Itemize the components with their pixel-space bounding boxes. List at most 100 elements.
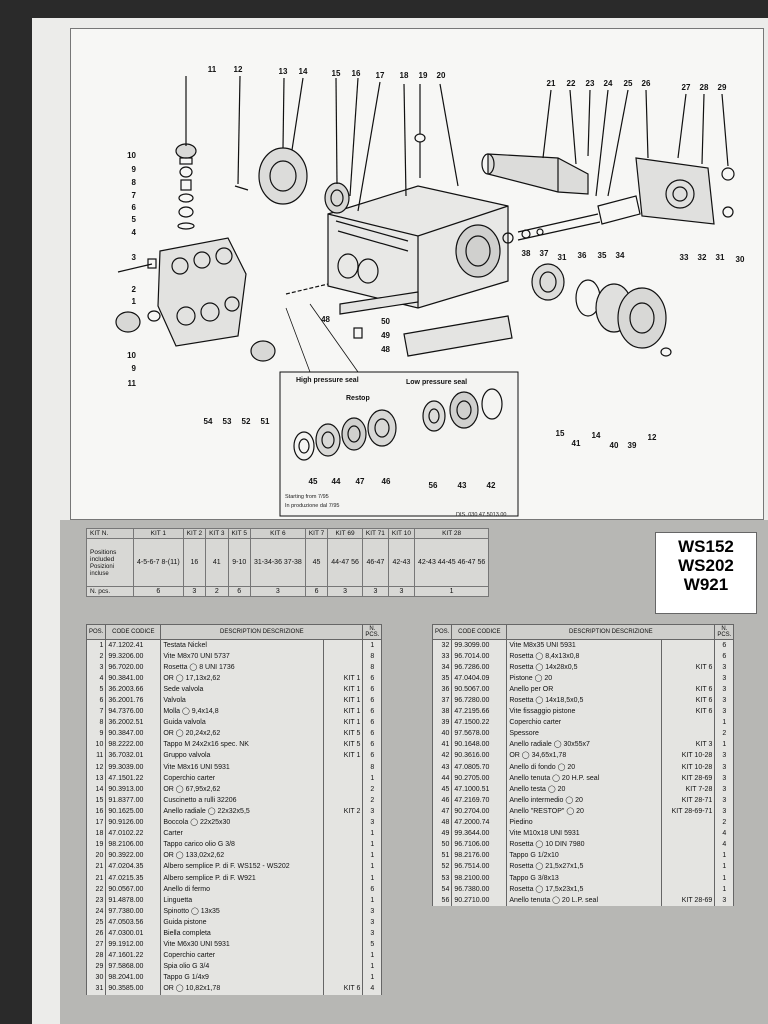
part-kit [661, 850, 715, 862]
part-kit [323, 872, 363, 885]
part-description: Carter [160, 828, 324, 840]
part-pos: 6 [85, 695, 106, 707]
part-code: 96.7014.00 [451, 651, 507, 663]
part-description: Anello intermedio ◯ 20 [506, 795, 662, 807]
callout-label: 23 [586, 79, 595, 88]
part-description: Guida pistone [160, 917, 324, 929]
part-kit [323, 961, 363, 973]
part-pcs: 3 [362, 917, 383, 929]
part-code: 90.3922.00 [105, 850, 161, 862]
callout-label: 56 [429, 481, 438, 490]
callout-label: 51 [261, 417, 270, 426]
part-kit: KIT 6 [323, 983, 363, 995]
parts-table-left: POS. CODE CODICE DESCRIPTION DESCRIZIONE… [85, 624, 383, 995]
part-code: 99.3206.00 [105, 651, 161, 663]
part-pos: 31 [85, 983, 106, 995]
callout-label: 53 [223, 417, 232, 426]
model-box: WS152 WS202 W921 [655, 532, 757, 614]
part-kit [323, 662, 363, 674]
part-kit [323, 651, 363, 663]
part-code: 90.9126.00 [105, 817, 161, 829]
part-pcs: 3 [714, 784, 735, 796]
part-description: Anello tenuta ◯ 20 L.P. seal [506, 895, 662, 907]
part-kit [323, 762, 363, 774]
part-pcs: 3 [714, 806, 735, 818]
part-description: OR ◯ 133,02x2,62 [160, 850, 324, 862]
part-pos: 14 [85, 784, 106, 796]
part-pos: 12 [85, 762, 106, 774]
part-pos: 48 [431, 817, 452, 829]
part-pos: 10 [85, 739, 106, 751]
kit-pcs: 3 [361, 586, 389, 597]
part-pcs: 3 [714, 795, 735, 807]
col-pcs: N. PCS. [362, 624, 383, 640]
part-code: 96.7106.00 [451, 839, 507, 851]
part-kit [323, 895, 363, 907]
part-kit [323, 939, 363, 951]
part-kit: KIT 1 [323, 717, 363, 729]
part-code: 99.3099.00 [451, 639, 507, 652]
callout-label: 13 [279, 67, 288, 76]
part-kit [323, 639, 363, 652]
part-pos: 25 [85, 917, 106, 929]
part-pcs: 1 [362, 828, 383, 840]
part-pos: 21 [85, 861, 106, 873]
part-code: 90.5067.00 [451, 684, 507, 696]
kit-positions: 9-10 [227, 538, 251, 587]
part-kit: KIT 28-69 [661, 895, 715, 907]
high-pressure-label: High pressure seal [296, 377, 359, 384]
part-pcs: 6 [362, 750, 383, 763]
callout-label: 46 [382, 477, 391, 486]
part-kit: KIT 3 [661, 739, 715, 751]
callout-label: 41 [572, 439, 581, 448]
part-code: 98.2041.00 [105, 972, 161, 984]
kit-name: KIT 71 [361, 528, 389, 539]
kit-positions: 42-43 44-45 46-47 56 [413, 538, 490, 587]
part-kit: KIT 5 [323, 739, 363, 751]
part-description: Guida valvola [160, 717, 324, 729]
callout-label: 11 [128, 379, 137, 388]
part-kit [323, 928, 363, 940]
part-kit: KIT 28-69-71 [661, 806, 715, 818]
part-code: 47.1500.22 [451, 717, 507, 729]
part-code: 36.7032.01 [105, 750, 161, 763]
part-kit [323, 828, 363, 840]
callout-label: 31 [558, 253, 567, 262]
part-description: Anello "RESTOP" ◯ 20 [506, 806, 662, 818]
kit-pcs: 6 [227, 586, 251, 597]
part-description: Tappo M 24x2x16 spec. NK [160, 739, 324, 751]
kit-pcs: 6 [304, 586, 329, 597]
part-kit: KIT 28-69 [661, 773, 715, 785]
part-pos: 53 [431, 872, 452, 885]
part-pcs: 3 [362, 817, 383, 829]
part-code: 47.0215.35 [105, 872, 161, 885]
part-pos: 51 [431, 850, 452, 862]
part-pos: 26 [85, 928, 106, 940]
part-pcs: 8 [362, 762, 383, 774]
kit-pcs: 1 [413, 586, 490, 597]
part-kit: KIT 6 [661, 695, 715, 707]
part-code: 98.2106.00 [105, 839, 161, 851]
part-kit: KIT 6 [661, 684, 715, 696]
callout-label: 22 [567, 79, 576, 88]
part-pos: 27 [85, 939, 106, 951]
part-code: 47.0404.09 [451, 673, 507, 685]
callout-label: 54 [204, 417, 213, 426]
kit-pcs: 6 [133, 586, 184, 597]
part-code: 97.5868.00 [105, 961, 161, 973]
part-pos: 32 [431, 639, 452, 652]
kit-table: KIT N. KIT 1 KIT 2 KIT 3 KIT 5 KIT 6 KIT… [86, 528, 490, 597]
